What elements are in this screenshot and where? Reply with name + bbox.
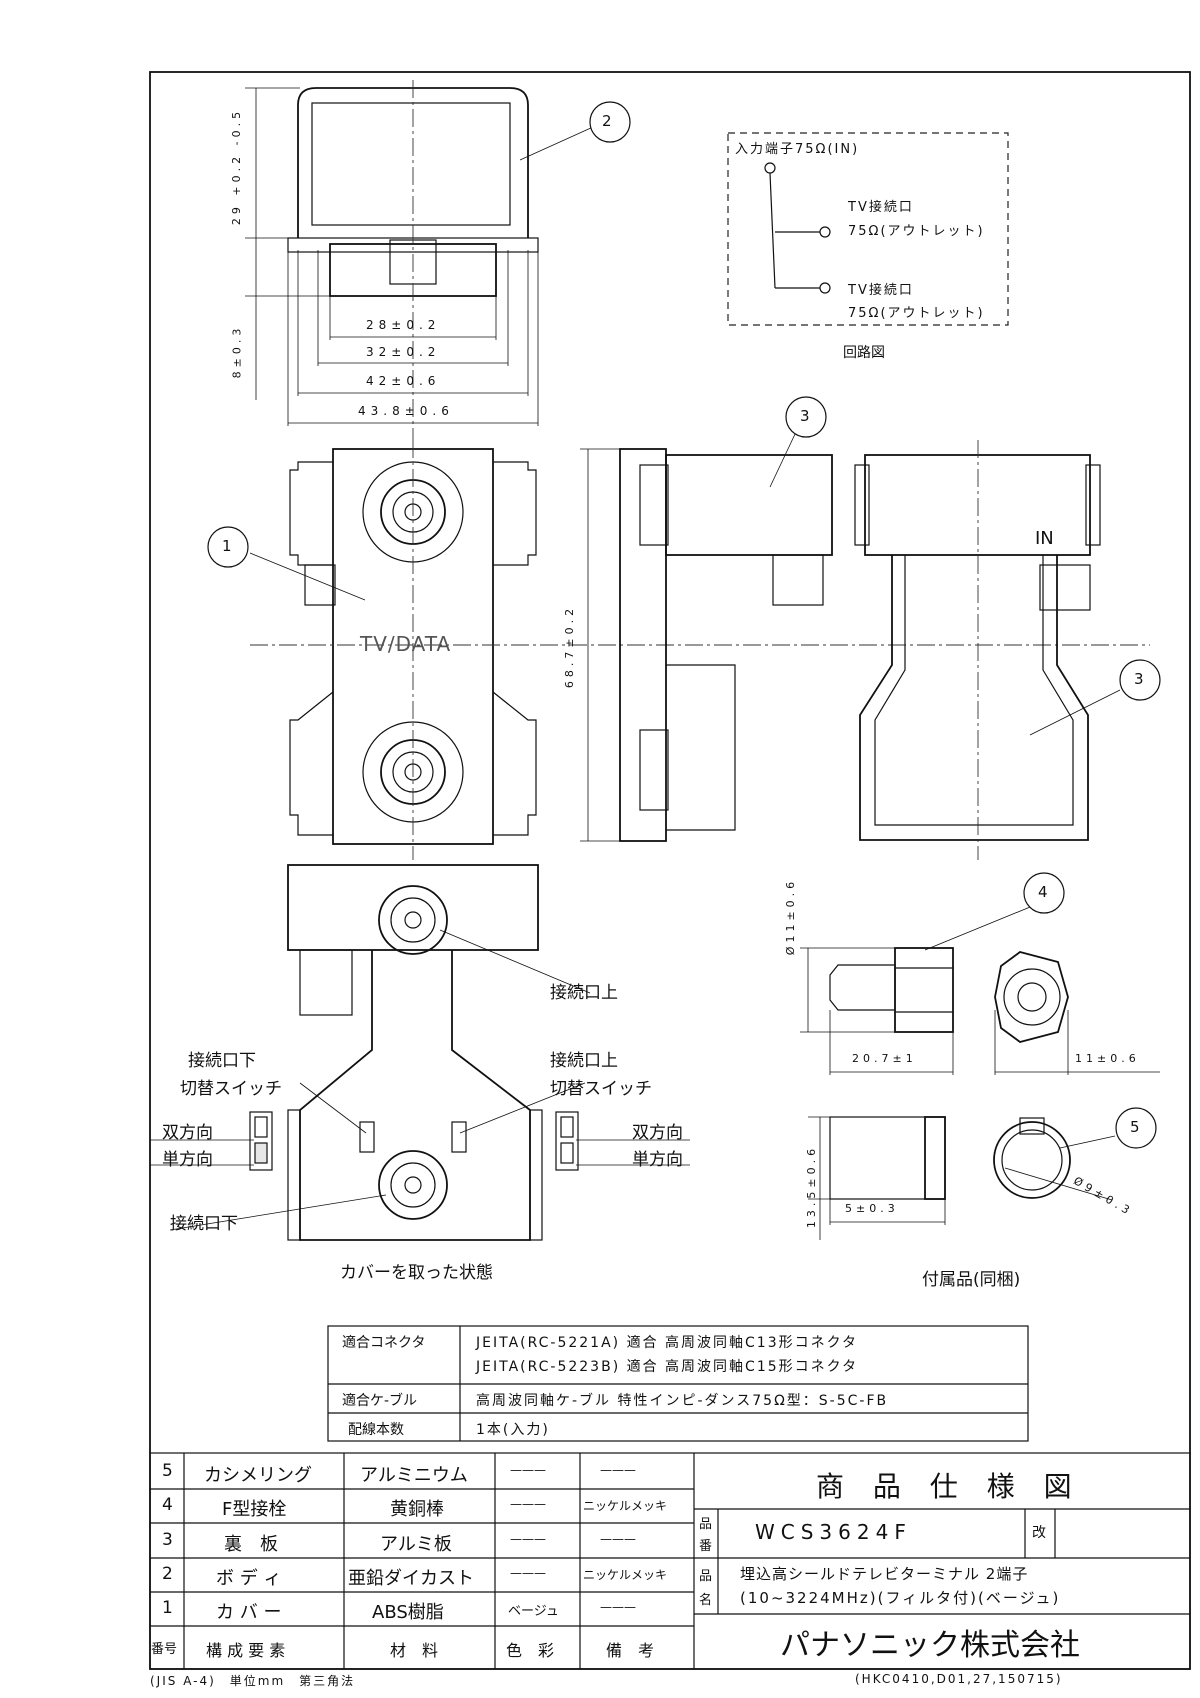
circuit-diagram [727,132,1009,326]
cover-removed-view [150,864,690,1241]
spec-table-frame [327,1325,1029,1442]
front-view [207,440,1150,860]
side-view [580,396,833,842]
drawing-border [149,71,1191,1670]
accessories-view [800,872,1160,1240]
top-view [245,80,631,440]
rear-view [854,440,1161,860]
parts-table-frame [149,1452,1191,1670]
